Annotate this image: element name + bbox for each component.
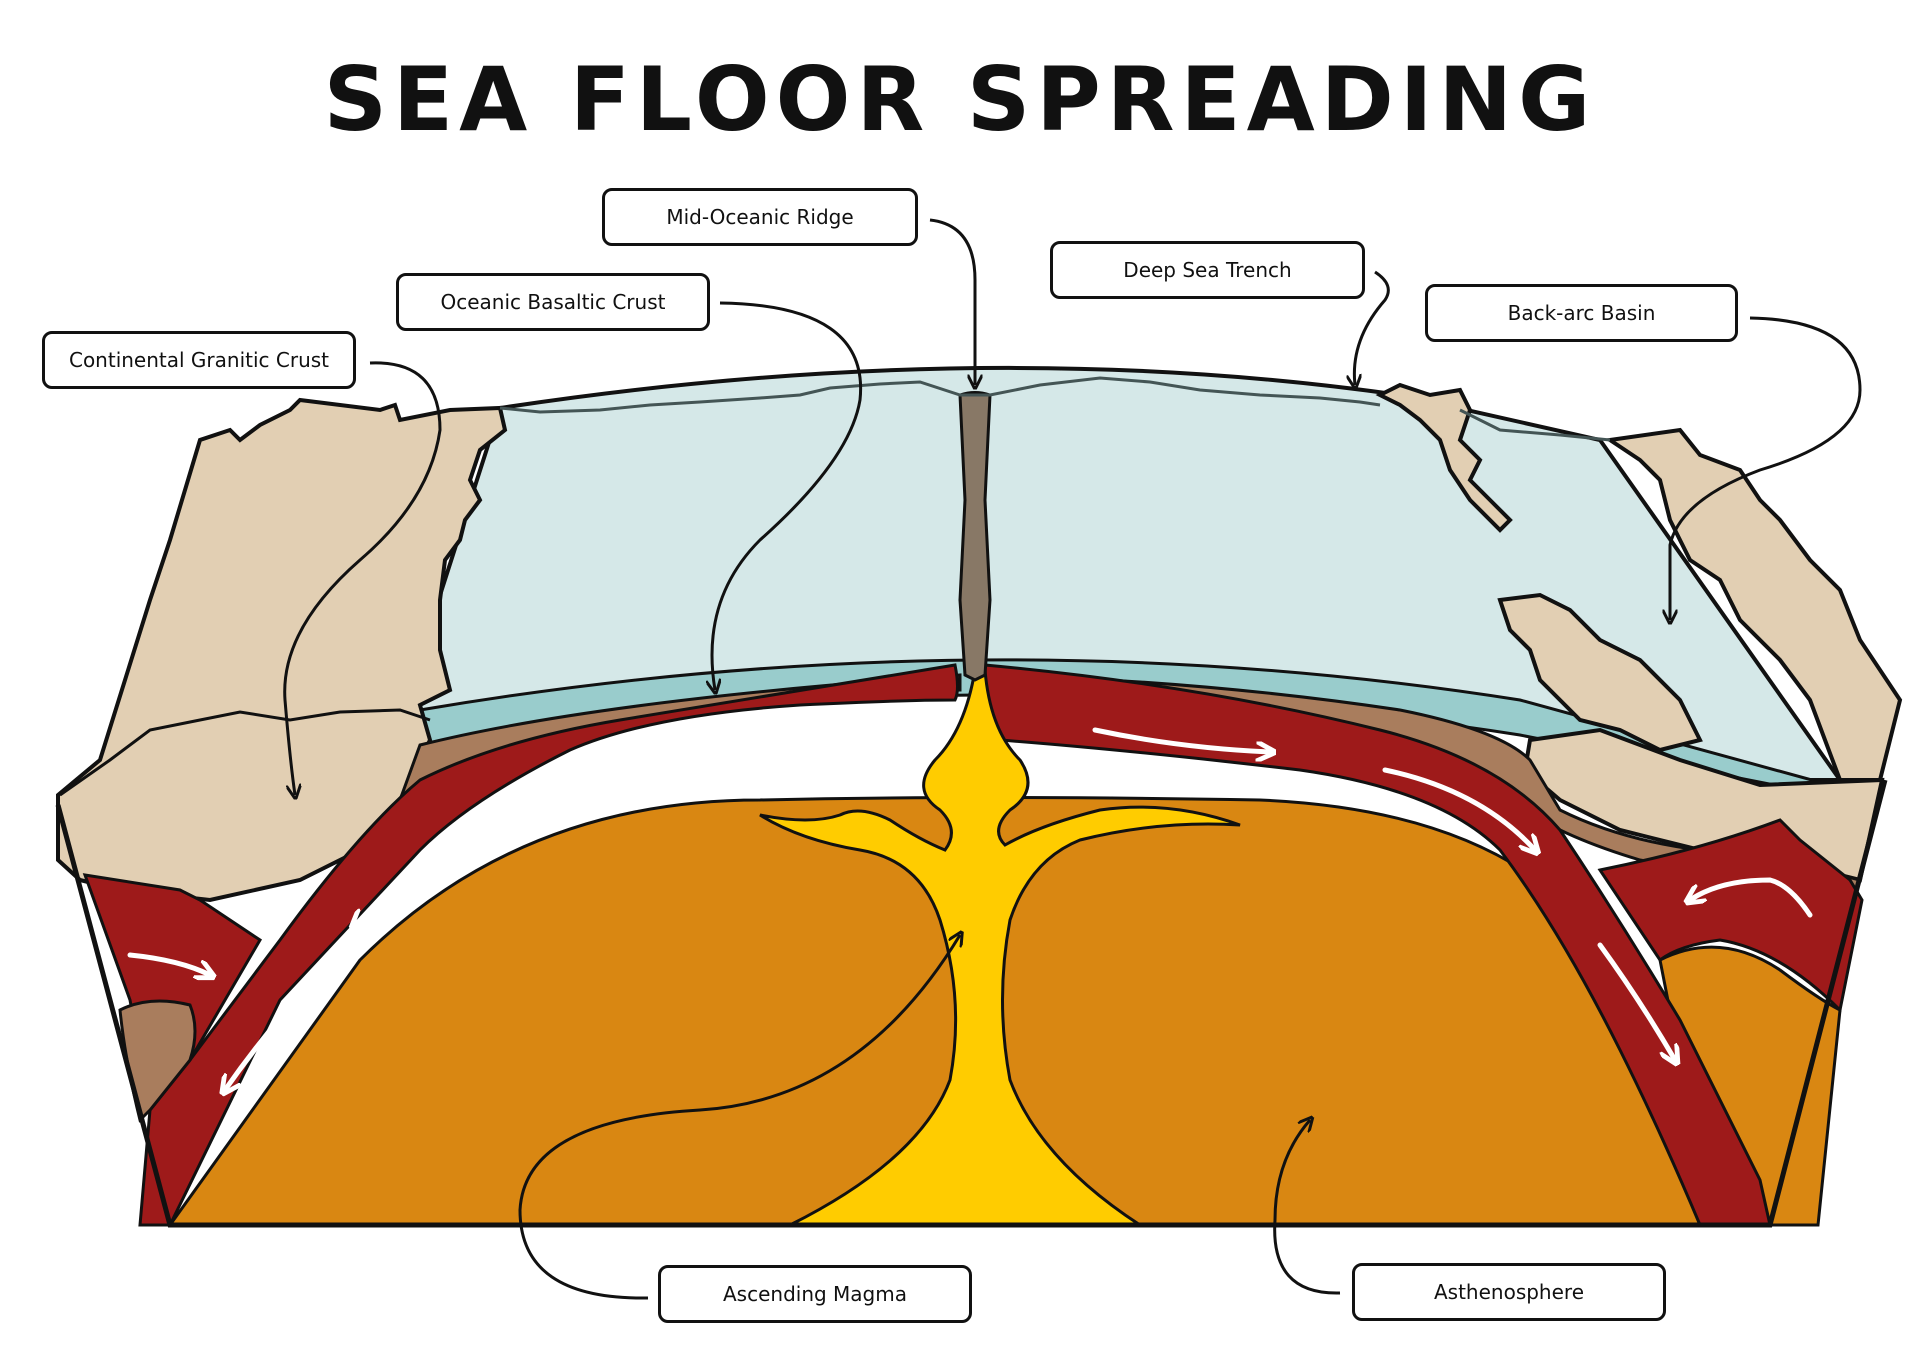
arrow-back-arc bbox=[1690, 877, 1813, 918]
plate-motion-arrows bbox=[127, 719, 1813, 1090]
label-continental-granitic-crust: Continental Granitic Crust bbox=[42, 331, 356, 389]
left-lithosphere-slab bbox=[138, 663, 959, 1227]
arrow-left-slab-1 bbox=[355, 792, 523, 925]
back-arc-island bbox=[1497, 592, 1703, 753]
label-oceanic-basaltic-crust: Oceanic Basaltic Crust bbox=[396, 273, 710, 331]
arrow-right-slab-2 bbox=[1597, 942, 1675, 1060]
arrow-right-slab-1 bbox=[1382, 767, 1535, 850]
arrow-left-outer bbox=[127, 952, 210, 975]
label-asthenosphere: Asthenosphere bbox=[1352, 1263, 1666, 1321]
leader-continental-granitic-crust bbox=[283, 361, 442, 795]
leader-oceanic-basaltic-crust bbox=[712, 301, 863, 690]
leader-asthenosphere bbox=[1273, 1120, 1341, 1295]
ridge-vent bbox=[958, 391, 992, 682]
leader-ascending-magma bbox=[518, 935, 960, 1300]
arrow-right-plate-top bbox=[1092, 727, 1270, 752]
leader-back-arc-basin bbox=[1670, 316, 1862, 620]
label-mid-oceanic-ridge: Mid-Oceanic Ridge bbox=[602, 188, 918, 246]
back-arc-lithosphere bbox=[1597, 818, 1864, 1014]
leader-deep-sea-trench bbox=[1354, 270, 1390, 385]
label-deep-sea-trench: Deep Sea Trench bbox=[1050, 241, 1365, 299]
right-lithosphere-slab bbox=[983, 663, 1772, 1227]
right-continent-arc bbox=[1375, 382, 1513, 533]
arrow-left-slab-2 bbox=[225, 992, 303, 1090]
diagram-frame bbox=[55, 779, 1888, 1228]
left-continent-fault bbox=[59, 708, 431, 797]
sea-surface-line bbox=[499, 376, 1381, 414]
arrow-left-plate-top bbox=[630, 719, 908, 765]
page-title: SEA FLOOR SPREADING bbox=[323, 48, 1597, 151]
sea-surface-line-right bbox=[1459, 408, 1611, 442]
label-back-arc-basin: Back-arc Basin bbox=[1425, 284, 1738, 342]
label-ascending-magma: Ascending Magma bbox=[658, 1265, 972, 1323]
label-leaders bbox=[283, 218, 1862, 1300]
leader-mid-oceanic-ridge bbox=[929, 218, 975, 385]
